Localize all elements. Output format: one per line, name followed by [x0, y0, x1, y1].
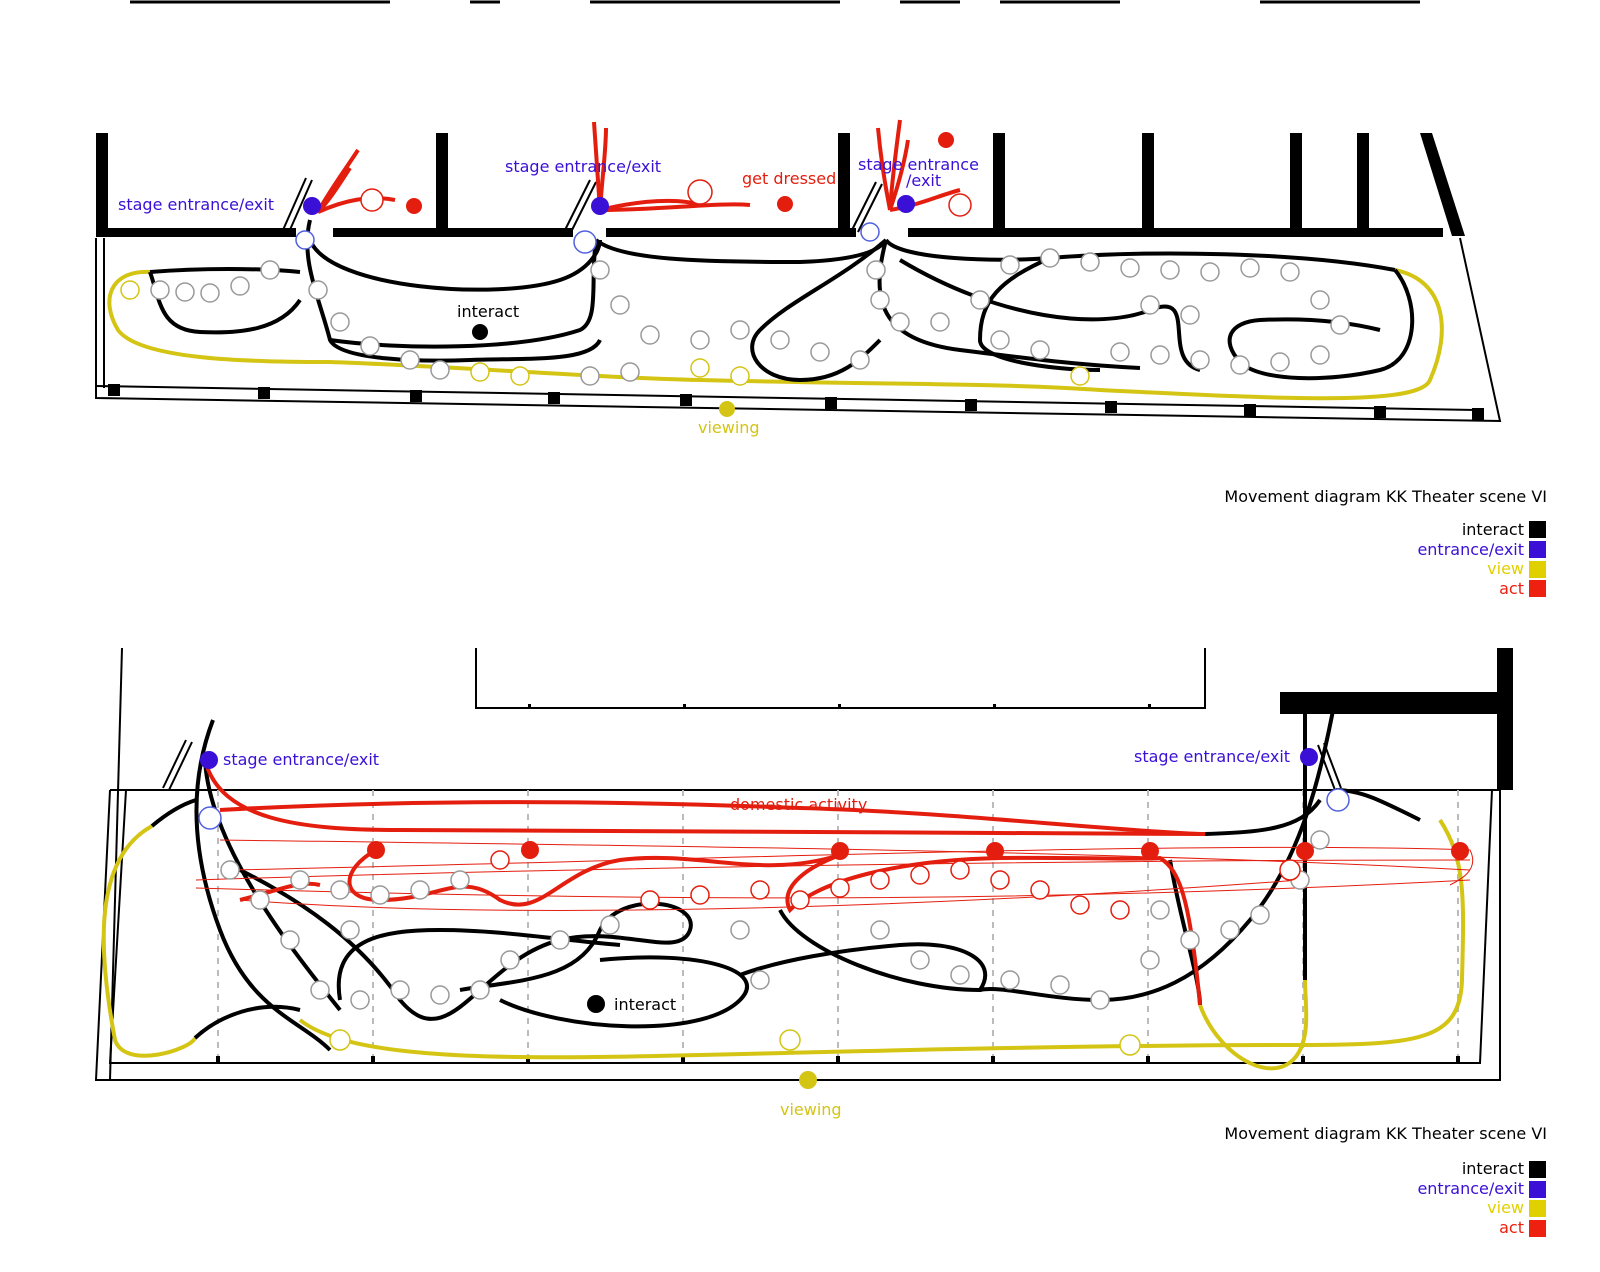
view-paths-bottom [101, 818, 1466, 1071]
view-paths [107, 268, 1444, 401]
top-plan: stage entrance/exit stage entrance/exit … [95, 0, 1502, 437]
act-dot [777, 196, 793, 212]
stage-markers-bottom [216, 1056, 1460, 1063]
interact-dot [587, 995, 605, 1013]
key-dots-top [303, 132, 954, 417]
key-dots-bottom [200, 748, 1469, 1089]
entrance-label: stage entrance [858, 155, 979, 174]
act-paths-bottom [203, 759, 1206, 1006]
act-label: get dressed [742, 169, 836, 188]
entrance-dot [303, 197, 321, 215]
act-dot [986, 842, 1004, 860]
legend-title: Movement diagram KK Theater scene VI [1224, 487, 1547, 506]
legend-swatch-interact [1529, 521, 1546, 538]
entrance-label: stage entrance/exit [118, 195, 274, 214]
legend-label-entrance: entrance/exit [1417, 540, 1524, 559]
legend-swatch-entrance [1529, 1181, 1546, 1198]
entrance-sublabel: /exit [906, 171, 941, 190]
legend-bottom: Movement diagram KK Theater scene VI int… [1224, 1124, 1547, 1237]
legend-swatch-view [1529, 1200, 1546, 1217]
act-dot [406, 198, 422, 214]
legend-swatch-act [1529, 1220, 1546, 1237]
bottom-plan: stage entrance/exit stage entrance/exit … [94, 647, 1513, 1119]
view-dot [719, 401, 735, 417]
legend-title: Movement diagram KK Theater scene VI [1224, 1124, 1547, 1143]
stage-edge-markers [108, 384, 1484, 420]
interact-label: interact [457, 302, 519, 321]
legend-swatch-act [1529, 580, 1546, 597]
entrance-dot [1300, 748, 1318, 766]
entrance-label: stage entrance/exit [1134, 747, 1290, 766]
act-dot [367, 841, 385, 859]
upper-structure [109, 647, 1206, 1081]
stage-outline-bottom [94, 789, 1501, 1081]
entrance-dot [200, 751, 218, 769]
legend-swatch-interact [1529, 1161, 1546, 1178]
entrance-dot [591, 197, 609, 215]
act-dot [521, 841, 539, 859]
interact-label: interact [614, 995, 676, 1014]
act-dot [831, 842, 849, 860]
legend-label-act: act [1499, 579, 1524, 598]
interact-paths-bottom [150, 699, 1421, 1052]
figures-top [120, 179, 1350, 386]
act-dot [1141, 842, 1159, 860]
door-leaves-bottom [162, 739, 1342, 791]
right-wall [1280, 648, 1513, 790]
legend-top: Movement diagram KK Theater scene VI int… [1224, 487, 1547, 598]
interact-dot [472, 324, 488, 340]
act-dot [938, 132, 954, 148]
legend-label-act: act [1499, 1218, 1524, 1237]
act-paths-top [316, 119, 961, 214]
figures-bottom [198, 788, 1350, 1056]
interact-paths-top [148, 219, 1415, 383]
back-wall [96, 133, 1465, 237]
view-dot [799, 1071, 817, 1089]
legend-swatch-entrance [1529, 541, 1546, 558]
legend-label-entrance: entrance/exit [1417, 1179, 1524, 1198]
upper-ticks [528, 704, 1151, 709]
legend-label-view: view [1487, 559, 1524, 578]
view-label: viewing [698, 418, 760, 437]
entrance-dot [897, 195, 915, 213]
entrance-label: stage entrance/exit [223, 750, 379, 769]
act-label: domestic activity [730, 795, 867, 814]
act-dot [1451, 842, 1469, 860]
legend-swatch-view [1529, 561, 1546, 578]
legend-label-interact: interact [1462, 1159, 1524, 1178]
act-dot [1296, 842, 1314, 860]
view-label: viewing [780, 1100, 842, 1119]
door-leaves [282, 177, 883, 233]
legend-label-view: view [1487, 1198, 1524, 1217]
entrance-label: stage entrance/exit [505, 157, 661, 176]
legend-label-interact: interact [1462, 520, 1524, 539]
